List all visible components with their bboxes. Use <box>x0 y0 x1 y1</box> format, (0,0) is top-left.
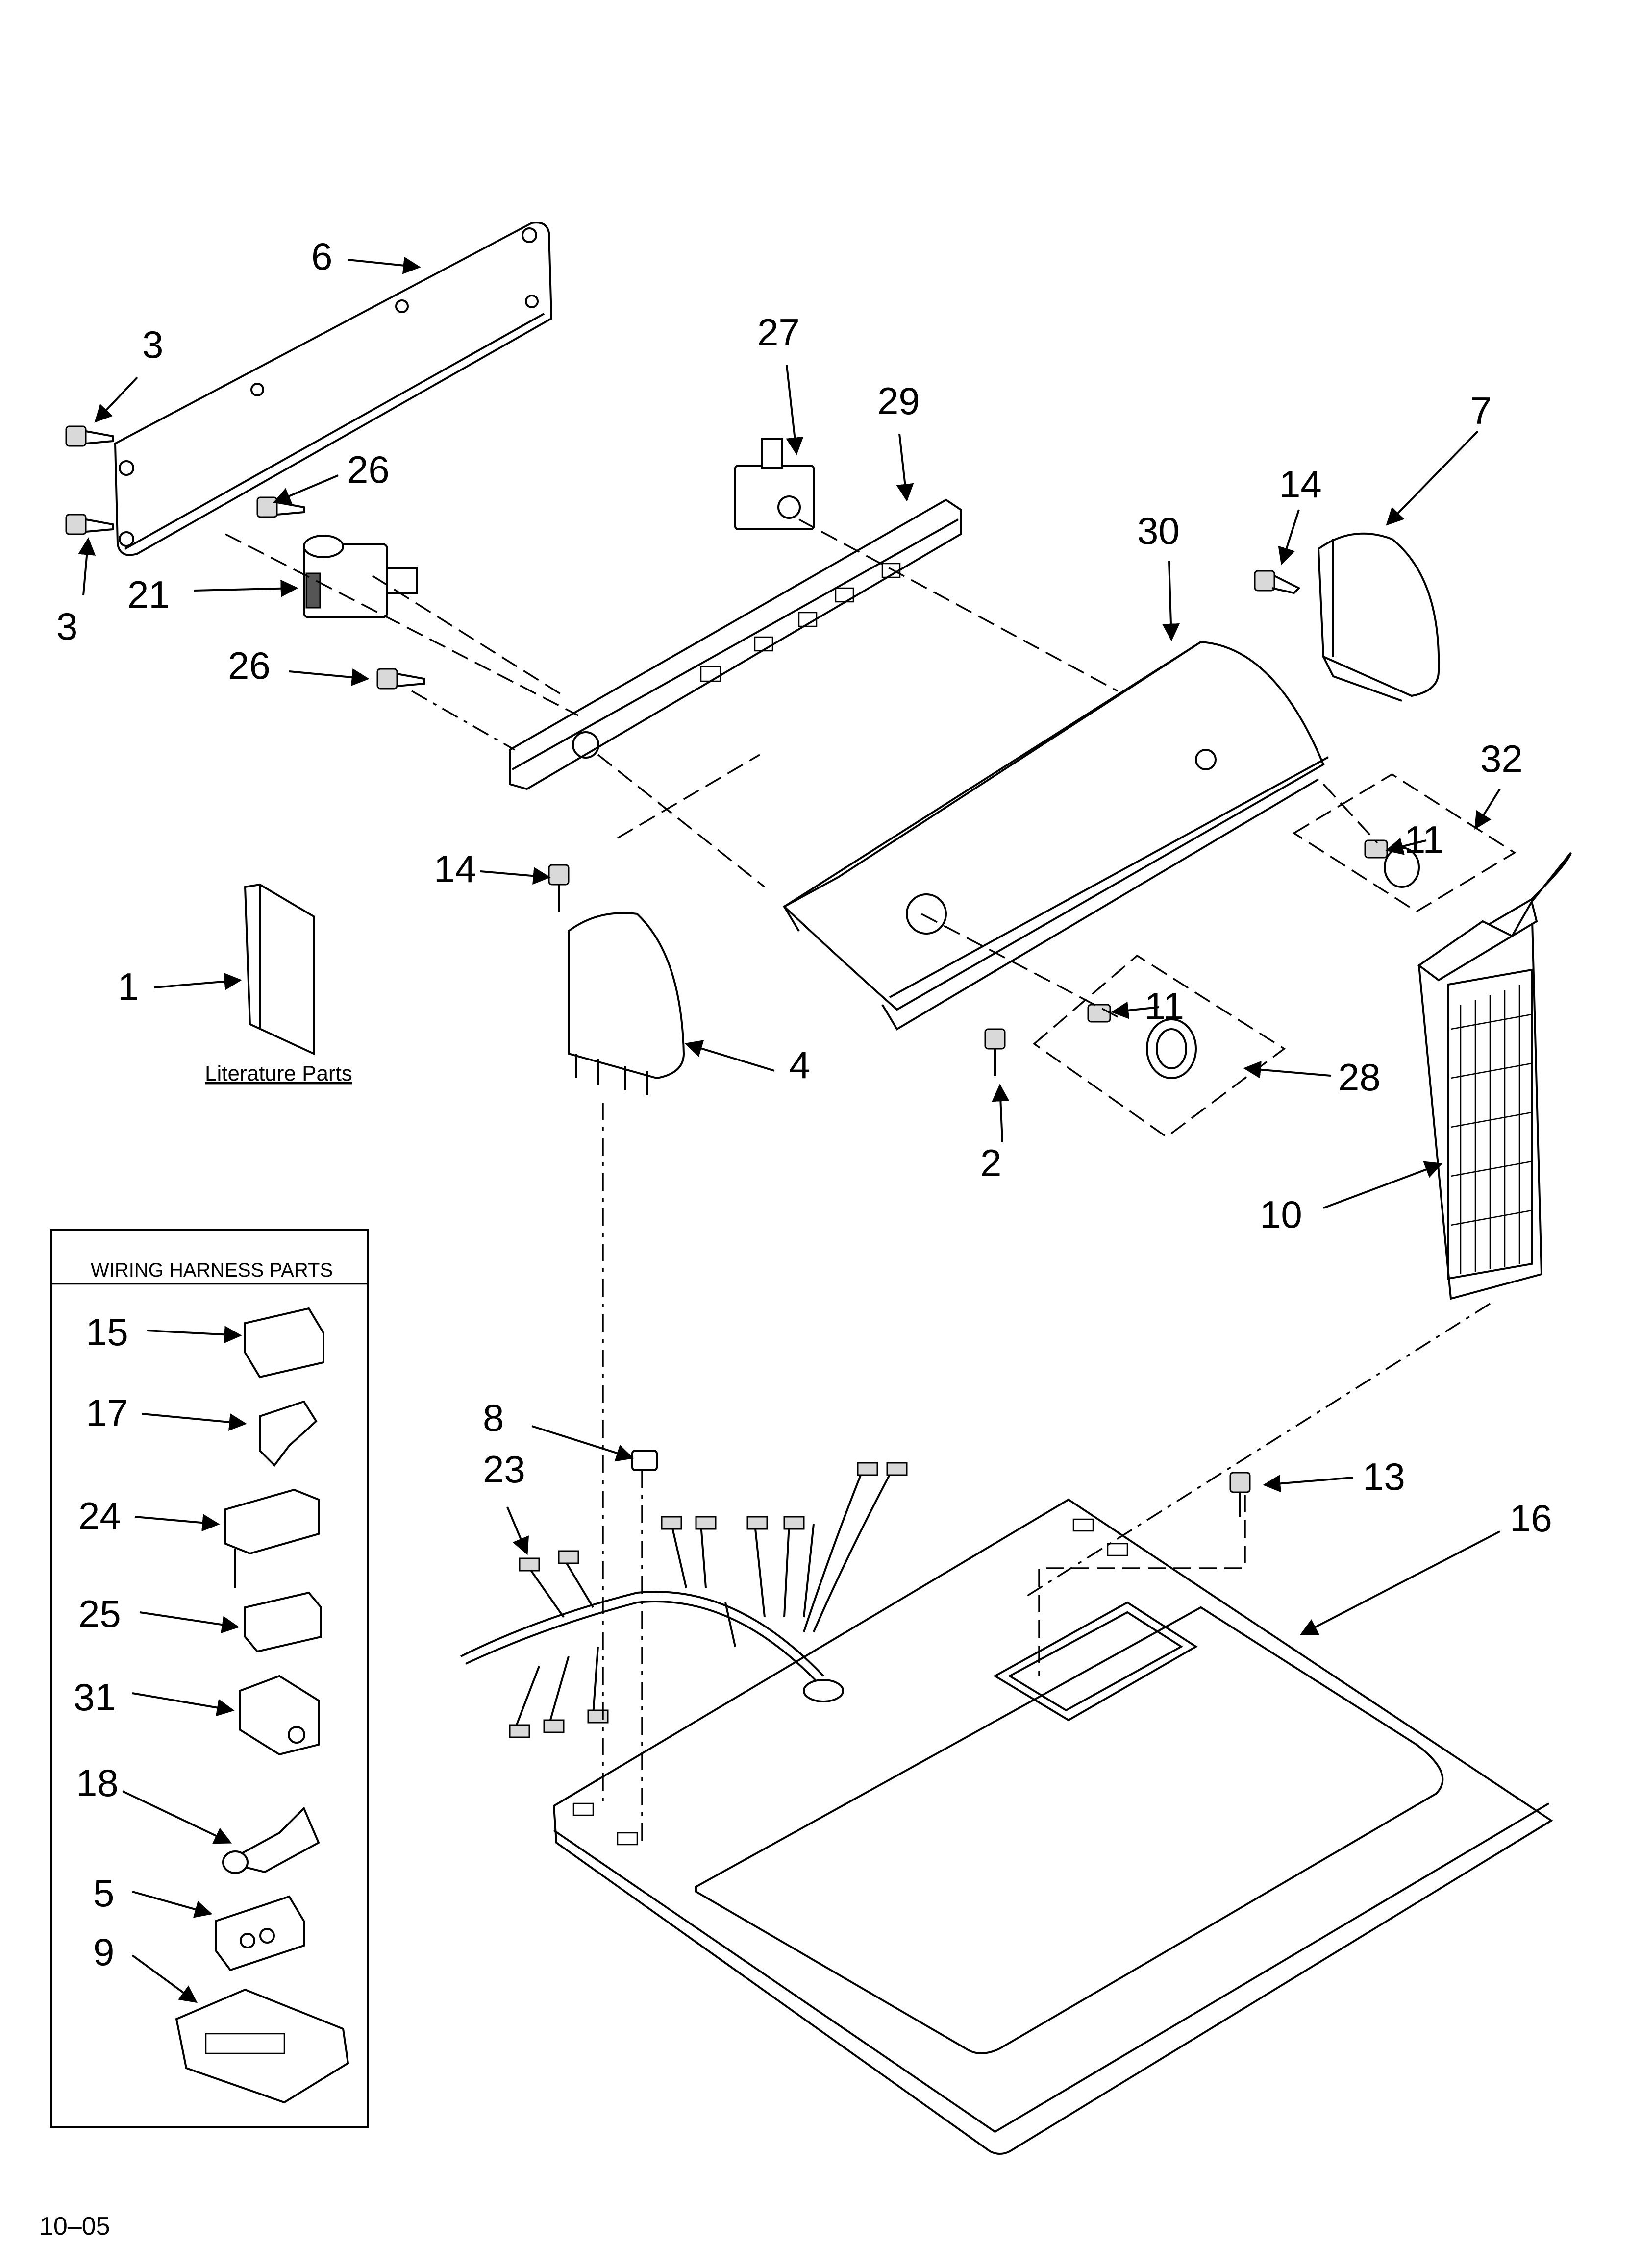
screw-icon <box>548 864 570 912</box>
assembly-lines <box>225 518 1491 1843</box>
screw-icon <box>256 496 425 690</box>
kit-32-outline <box>1292 773 1517 913</box>
screw-icon <box>1254 570 1301 594</box>
callout-25: 25 <box>78 1592 121 1635</box>
callout-14: 14 <box>434 847 476 890</box>
switch-part <box>734 438 815 530</box>
screw-icon <box>984 1028 1006 1076</box>
callout-arrows <box>78 256 1501 2003</box>
console-panel-part <box>782 641 1329 1031</box>
screw-icon <box>1229 1472 1251 1517</box>
lint-screen-part <box>1417 852 1572 1300</box>
screw-icon <box>65 425 114 535</box>
callout-3: 3 <box>142 323 163 366</box>
callout-10: 10 <box>1260 1193 1302 1236</box>
kit-28-outline <box>1033 954 1286 1138</box>
top-panel-part <box>552 1498 1553 2155</box>
footer-code: 10–05 <box>39 2212 110 2241</box>
knob-part <box>1087 839 1420 1079</box>
callout-31: 31 <box>74 1676 116 1719</box>
console-bracket-part <box>509 498 962 790</box>
end-cap-left-part <box>568 912 685 1095</box>
callout-26: 26 <box>228 644 271 687</box>
end-cap-right-part <box>1317 532 1440 702</box>
callout-28: 28 <box>1338 1056 1381 1099</box>
callout-24: 24 <box>78 1494 121 1537</box>
callout-11: 11 <box>1144 985 1184 1028</box>
rear-panel-part <box>114 222 553 556</box>
literature-parts-label: Literature Parts <box>205 1061 352 1085</box>
callout-32: 32 <box>1480 737 1523 780</box>
callout-18: 18 <box>76 1761 119 1804</box>
callout-27: 27 <box>757 311 800 354</box>
callout-23: 23 <box>483 1448 525 1491</box>
wiring-harness-part <box>460 1450 908 1738</box>
callout-13: 13 <box>1363 1455 1405 1498</box>
callout-4: 4 <box>789 1043 810 1086</box>
literature-part <box>244 883 315 1056</box>
callout-15: 15 <box>86 1310 128 1354</box>
wiring-box-title: WIRING HARNESS PARTS <box>91 1259 333 1281</box>
callout-30: 30 <box>1137 509 1180 552</box>
callout-3: 3 <box>56 605 77 648</box>
callout-26: 26 <box>347 448 390 491</box>
callout-7: 7 <box>1470 389 1492 432</box>
callout-11: 11 <box>1404 818 1444 861</box>
callout-1: 1 <box>118 965 139 1008</box>
callout-9: 9 <box>93 1930 114 1973</box>
callout-17: 17 <box>86 1391 128 1434</box>
callout-29: 29 <box>877 379 920 422</box>
callout-5: 5 <box>93 1872 114 1915</box>
callout-14: 14 <box>1279 463 1322 506</box>
timer-part <box>303 535 418 618</box>
callout-6: 6 <box>311 235 332 278</box>
callout-21: 21 <box>127 573 170 616</box>
callout-8: 8 <box>483 1396 504 1439</box>
callout-2: 2 <box>980 1141 1001 1184</box>
wiring-harness-box <box>50 1229 369 2128</box>
callout-16: 16 <box>1510 1497 1552 1540</box>
